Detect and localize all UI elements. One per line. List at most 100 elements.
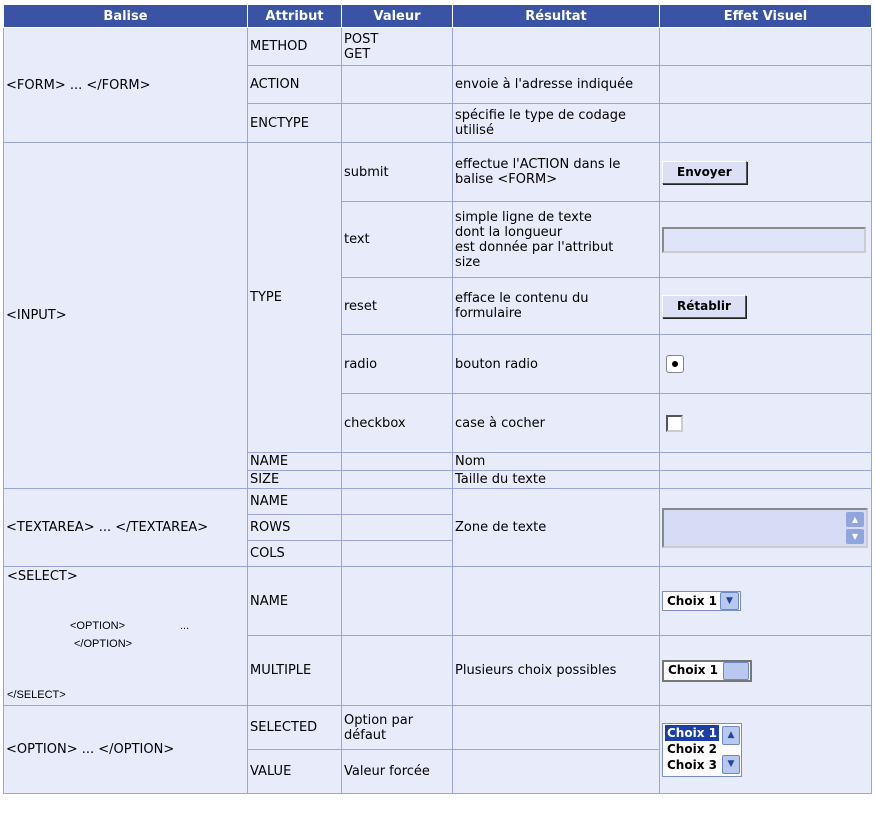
- result-selected: [452, 705, 660, 750]
- result-text-line-4: size: [455, 254, 481, 270]
- header-valeur: Valeur: [341, 4, 453, 28]
- select-multiple[interactable]: Choix 1: [662, 659, 752, 682]
- result-select-name: [452, 566, 660, 636]
- result-action: envoie à l'adresse indiquée: [452, 65, 660, 104]
- effect-checkbox: [659, 393, 872, 453]
- list-item[interactable]: Choix 3: [667, 758, 717, 772]
- header-balise: Balise: [3, 4, 248, 28]
- table-row: NAME Nom: [4, 452, 872, 471]
- envoyer-button[interactable]: Envoyer: [662, 161, 747, 184]
- table-row: <SELECT> <OPTION> ... </OPTION> </SELECT…: [3, 566, 872, 706]
- table-row: <OPTION> ... </OPTION> SELECTED Option p…: [3, 705, 872, 794]
- checkbox[interactable]: [666, 414, 683, 432]
- attr-action: ACTION: [247, 65, 342, 104]
- result-text-line-1: simple ligne de texte: [455, 209, 592, 225]
- option-open-tag: <OPTION>: [70, 620, 126, 632]
- table-row: COLS: [4, 540, 872, 567]
- result-input-name: Nom: [452, 452, 660, 471]
- chevron-up-icon[interactable]: ▲: [721, 726, 740, 745]
- option-tag-cell: <OPTION> ... </OPTION>: [3, 705, 248, 794]
- option-close-tag: </OPTION>: [74, 638, 133, 650]
- list-item[interactable]: Choix 2: [667, 742, 717, 756]
- select-open-tag: <SELECT>: [7, 569, 78, 584]
- header-resultat: Résultat: [452, 4, 660, 28]
- select-dropdown[interactable]: Choix 1 ▼: [662, 591, 741, 611]
- attr-enctype: ENCTYPE: [247, 103, 342, 143]
- value-selected: Option par défaut: [341, 705, 453, 750]
- table-row: ROWS: [4, 514, 872, 541]
- attr-cols: COLS: [247, 540, 342, 567]
- value-multiple: [341, 635, 453, 706]
- result-text-line-2: dont la longueur: [455, 224, 563, 240]
- value-radio: radio: [341, 334, 453, 394]
- effect-text: [659, 201, 872, 278]
- value-textarea-name: [341, 488, 453, 515]
- radio-button[interactable]: [666, 355, 684, 373]
- value-reset: reset: [341, 277, 453, 335]
- attr-multiple: MULTIPLE: [247, 635, 342, 706]
- effect-input-size: [659, 470, 872, 489]
- header-attribut: Attribut: [247, 4, 342, 28]
- chevron-down-icon[interactable]: ▼: [719, 592, 739, 610]
- result-radio: bouton radio: [452, 334, 660, 394]
- result-method: [452, 27, 660, 66]
- retablir-button[interactable]: Rétablir: [662, 295, 746, 318]
- effect-action: [659, 65, 872, 104]
- table-row: text simple ligne de texte dont la longu…: [4, 201, 872, 278]
- effect-input-name: [659, 452, 872, 471]
- textarea-field[interactable]: ▲ ▼: [662, 507, 868, 548]
- result-input-size: Taille du texte: [452, 470, 660, 489]
- effect-method: [659, 27, 872, 66]
- option-listbox[interactable]: Choix 1 Choix 2 Choix 3 ▲ ▼: [662, 723, 742, 777]
- option-dots: ...: [180, 620, 190, 632]
- select-dropdown-value: Choix 1: [667, 593, 717, 608]
- form-tag-cell: <FORM> ... </FORM>: [3, 27, 248, 143]
- value-input-name: [341, 452, 453, 471]
- list-item[interactable]: Choix 1: [665, 725, 719, 741]
- scrollbar-icon[interactable]: [722, 661, 749, 680]
- value-post: POST: [344, 31, 379, 47]
- effect-option: Choix 1 Choix 2 Choix 3 ▲ ▼: [659, 705, 872, 794]
- value-text: text: [341, 201, 453, 278]
- text-input[interactable]: [662, 226, 866, 253]
- table-row: <TEXTAREA> ... </TEXTAREA> NAME Zone de …: [3, 488, 872, 567]
- result-submit: effectue l'ACTION dans le balise <FORM>: [452, 142, 660, 202]
- select-multiple-value: Choix 1: [668, 663, 718, 677]
- effect-reset: Rétablir: [659, 277, 872, 335]
- value-cols: [341, 540, 453, 567]
- textarea-tag-cell: <TEXTAREA> ... </TEXTAREA>: [3, 488, 248, 567]
- value-select-name: [341, 566, 453, 636]
- effect-enctype: [659, 103, 872, 143]
- effect-select-name: Choix 1 ▼: [659, 566, 872, 636]
- textarea-scrollbar[interactable]: ▲ ▼: [846, 511, 864, 546]
- value-value: Valeur forcée: [341, 749, 453, 794]
- scroll-up-icon[interactable]: ▲: [846, 511, 864, 527]
- table-row: ENCTYPE spécifie le type de codage utili…: [4, 103, 872, 143]
- value-rows: [341, 514, 453, 541]
- value-method: POST GET: [341, 27, 453, 66]
- value-enctype: [341, 103, 453, 143]
- listbox-scrollbar[interactable]: ▲ ▼: [721, 724, 741, 776]
- attr-rows: ROWS: [247, 514, 342, 541]
- select-close-tag: </SELECT>: [7, 689, 66, 701]
- table-row: checkbox case à cocher: [4, 393, 872, 453]
- input-tag-cell: <INPUT>: [3, 142, 248, 489]
- effect-multiple: Choix 1: [659, 635, 872, 706]
- value-submit: submit: [341, 142, 453, 202]
- chevron-down-icon[interactable]: ▼: [721, 755, 740, 774]
- table-row: <INPUT> TYPE submit effectue l'ACTION da…: [3, 142, 872, 489]
- attr-type: TYPE: [247, 142, 342, 453]
- attr-input-size: SIZE: [247, 470, 342, 489]
- table-row: ACTION envoie à l'adresse indiquée: [4, 65, 872, 104]
- result-checkbox: case à cocher: [452, 393, 660, 453]
- header-effet-visuel: Effet Visuel: [659, 4, 872, 28]
- result-text-line-3: est donnée par l'attribut: [455, 239, 614, 255]
- html-form-reference-table: Balise Attribut Valeur Résultat Effet Vi…: [3, 4, 872, 794]
- value-action: [341, 65, 453, 104]
- attr-value: VALUE: [247, 749, 342, 794]
- value-checkbox: checkbox: [341, 393, 453, 453]
- scroll-down-icon[interactable]: ▼: [846, 528, 864, 544]
- result-text: simple ligne de texte dont la longueur e…: [452, 201, 660, 278]
- effect-submit: Envoyer: [659, 142, 872, 202]
- attr-textarea-name: NAME: [247, 488, 342, 515]
